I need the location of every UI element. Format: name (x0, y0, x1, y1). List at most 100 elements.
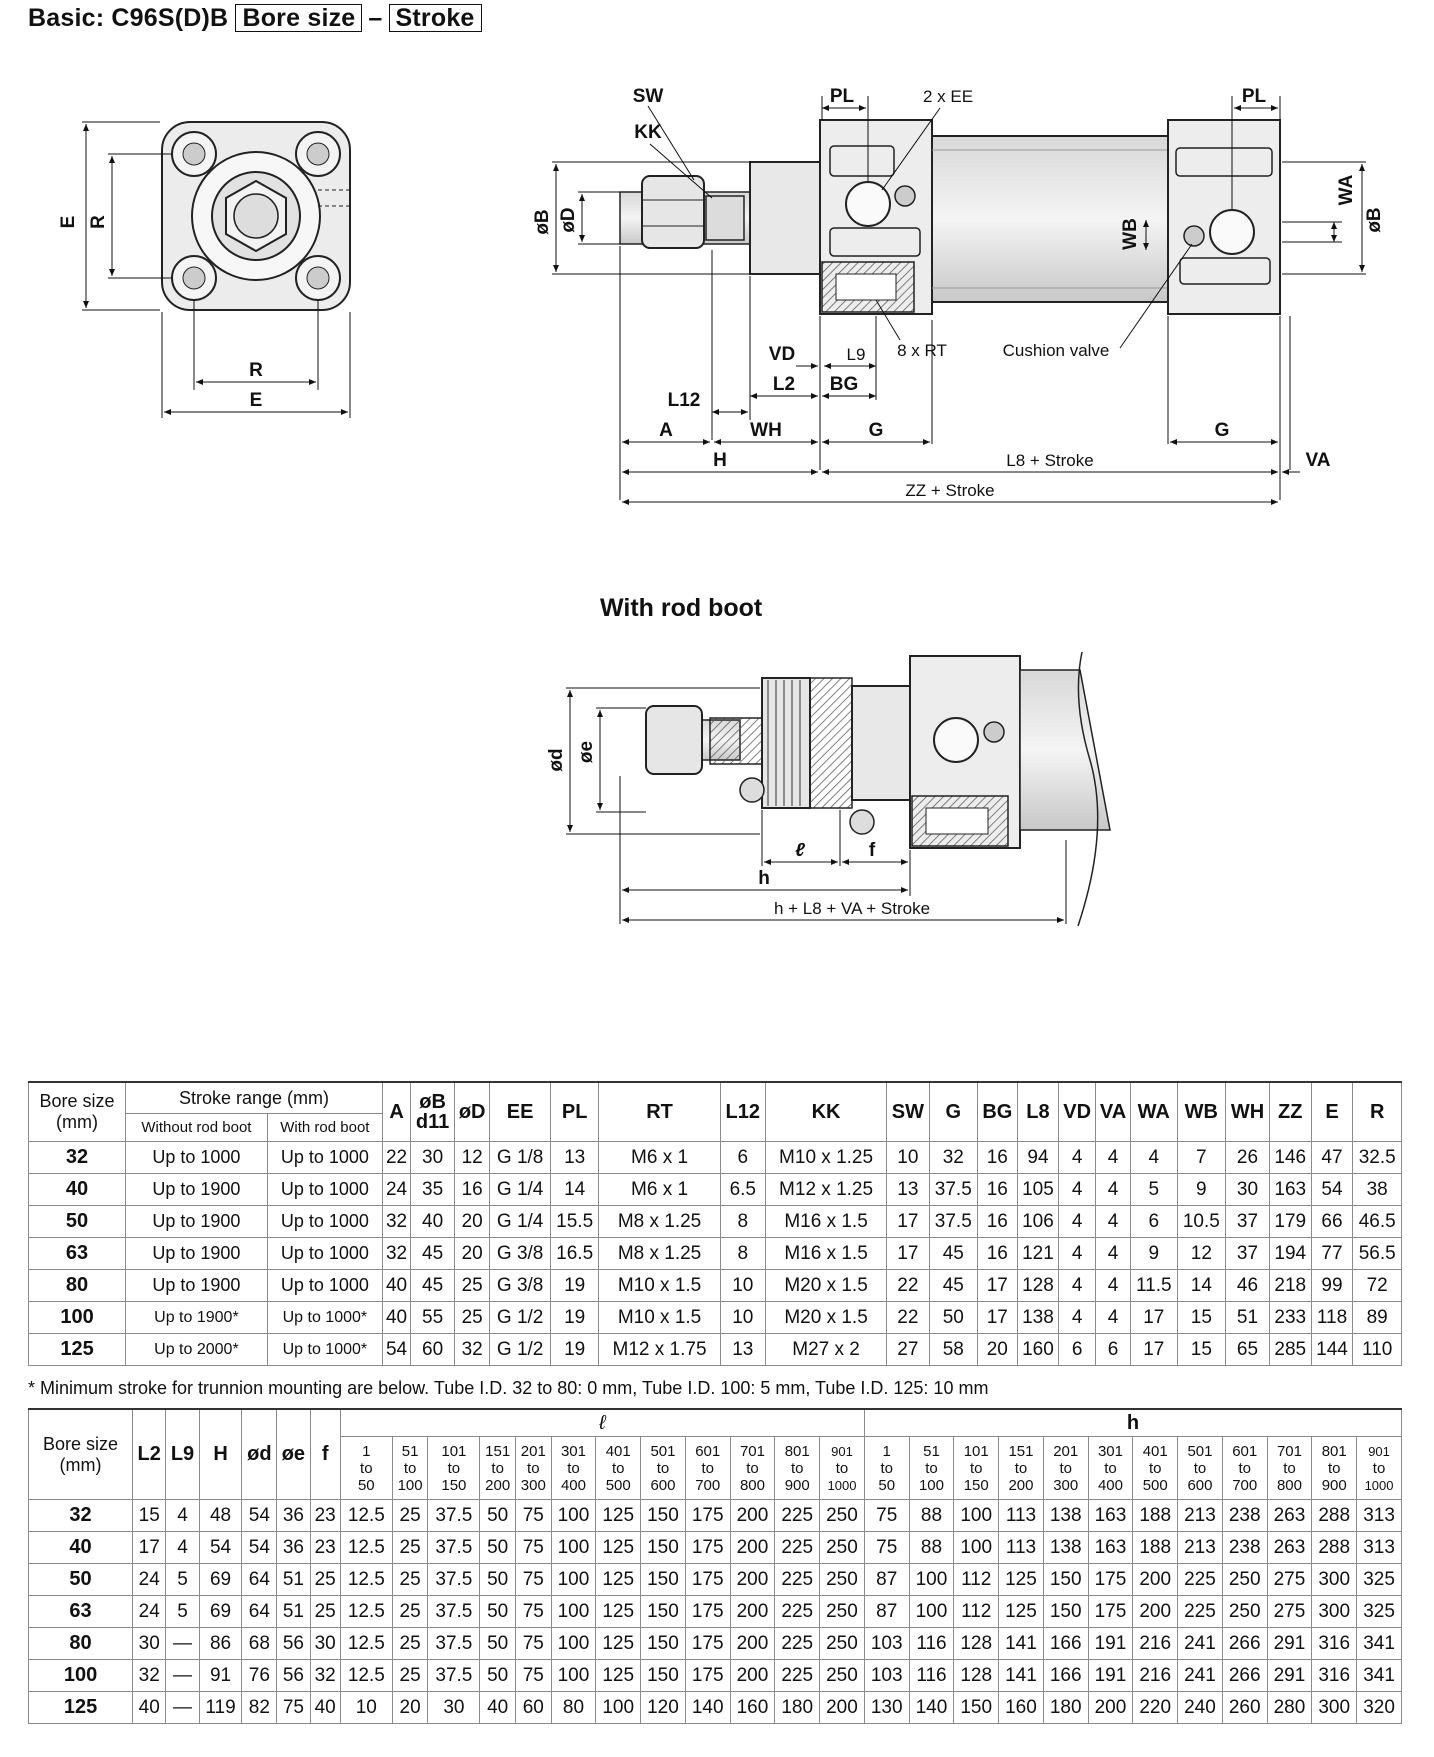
t1-header-col: WA (1129, 1081, 1178, 1142)
t1-cell: 50 (928, 1301, 979, 1334)
t1-bore-cell: 80 (27, 1269, 127, 1302)
range-end: 900 (1321, 1476, 1347, 1494)
label-VD: VD (769, 344, 795, 365)
t2-h-cell: 113 (998, 1531, 1044, 1564)
t1-cell: 6 (1058, 1333, 1097, 1366)
t2-l-cell: 75 (514, 1531, 552, 1564)
t2-h-cell: 275 (1266, 1563, 1313, 1596)
t2-l-cell: 140 (684, 1691, 731, 1724)
t2-l-cell: 175 (684, 1499, 731, 1532)
range-end: 150 (963, 1476, 989, 1494)
t1-cell: 16 (977, 1237, 1018, 1270)
t2-h-cell: 125 (998, 1563, 1044, 1596)
t2-l-cell: 75 (514, 1563, 552, 1596)
label-phie: øe (576, 741, 597, 763)
range-to: to (656, 1459, 670, 1477)
t2-h-cell: 300 (1311, 1595, 1358, 1628)
t1-bore-cell: 125 (27, 1333, 127, 1366)
side-view: SW KK PL 2 x EE PL øB øD WB WA øB VD L9 … (532, 86, 1385, 505)
t1-cell: 24 (381, 1173, 412, 1206)
label-f: f (869, 840, 876, 861)
t1-cell: 285 (1268, 1333, 1312, 1366)
t1-header-bore: Bore size(mm) (27, 1081, 127, 1142)
t2-l-cell: 12.5 (339, 1659, 393, 1692)
t1-cell: 30 (410, 1141, 456, 1174)
t2-cell: 48 (198, 1499, 243, 1532)
range-to: to (880, 1459, 893, 1477)
t1-header-col: EE (489, 1081, 551, 1142)
t1-header-without-boot: Without rod boot (125, 1113, 268, 1142)
label-L8-stroke: L8 + Stroke (1006, 451, 1093, 470)
t1-cell: 14 (1176, 1269, 1227, 1302)
range-to: to (447, 1459, 461, 1477)
t2-cell: 25 (309, 1563, 341, 1596)
t2-h-cell: 240 (1177, 1691, 1223, 1724)
t1-cell: 10 (719, 1269, 766, 1302)
range-from: 601 (1232, 1442, 1258, 1460)
t1-header-col: KK (764, 1081, 888, 1142)
t1-cell: 118 (1310, 1301, 1354, 1334)
dim-R-horizontal: R (249, 360, 263, 381)
t2-l-cell: 225 (774, 1595, 821, 1628)
t1-cell: M12 x 1.25 (764, 1173, 888, 1206)
t2-l-cell: 100 (595, 1691, 642, 1724)
t1-header-col: BG (977, 1081, 1018, 1142)
t2-cell: 76 (241, 1659, 278, 1692)
t1-cell: 32.5 (1352, 1141, 1402, 1174)
t1-cell: G 1/2 (489, 1333, 551, 1366)
t2-l-cell: 25 (391, 1595, 429, 1628)
range-from: 801 (784, 1442, 810, 1460)
range-to: to (1059, 1459, 1072, 1477)
t1-cell: M10 x 1.25 (764, 1141, 888, 1174)
t2-l-cell: 250 (819, 1659, 865, 1692)
t1-cell: 17 (1129, 1301, 1178, 1334)
t1-cell: 233 (1268, 1301, 1312, 1334)
range-from: 101 (441, 1442, 467, 1460)
t1-cell: 6 (719, 1141, 766, 1174)
t1-cell: 6 (1095, 1333, 1131, 1366)
t1-cell: 5 (1129, 1173, 1178, 1206)
t2-l-cell: 225 (774, 1499, 821, 1532)
t2-h-cell: 88 (908, 1499, 955, 1532)
cushion-valve-icon (1183, 225, 1205, 247)
range-from: 151 (1008, 1442, 1034, 1460)
t2-header-mm: (mm) (59, 1454, 102, 1475)
t2-h-cell: 250 (1221, 1595, 1268, 1628)
t2-l-cell: 175 (684, 1531, 731, 1564)
t2-h-cell: 325 (1356, 1595, 1402, 1628)
t2-header-phie: øe (276, 1408, 311, 1500)
t1-cell: 22 (381, 1141, 412, 1174)
t1-cell: 12 (454, 1141, 491, 1174)
range-from: 301 (1097, 1442, 1123, 1460)
t1-cell: 194 (1268, 1237, 1312, 1270)
t1-cell: 17 (886, 1237, 930, 1270)
t2-h-cell: 250 (1221, 1563, 1268, 1596)
t2-l-cell: 150 (640, 1563, 686, 1596)
t2-cell: 23 (309, 1531, 341, 1564)
t1-cell: 15 (1176, 1301, 1227, 1334)
t1-cell: 32 (381, 1205, 412, 1238)
t2-h-cell: 160 (998, 1691, 1044, 1724)
t2-l-cell: 225 (774, 1563, 821, 1596)
t1-cell: Up to 1900 (125, 1173, 268, 1206)
t2-cell: 24 (132, 1563, 167, 1596)
t1-cell: 20 (454, 1205, 491, 1238)
t2-cell: 36 (276, 1531, 311, 1564)
t1-cell: 4 (1058, 1141, 1097, 1174)
t1-cell: 25 (454, 1269, 491, 1302)
t2-h-cell: 166 (1042, 1659, 1089, 1692)
range-from: 201 (520, 1442, 546, 1460)
t1-cell: 16 (977, 1173, 1018, 1206)
t2-h-cell: 266 (1221, 1627, 1268, 1660)
trunnion-note: * Minimum stroke for trunnion mounting a… (28, 1378, 989, 1398)
t1-cell: 99 (1310, 1269, 1354, 1302)
t1-cell: 26 (1225, 1141, 1270, 1174)
t2-bore-cell: 125 (27, 1691, 134, 1724)
